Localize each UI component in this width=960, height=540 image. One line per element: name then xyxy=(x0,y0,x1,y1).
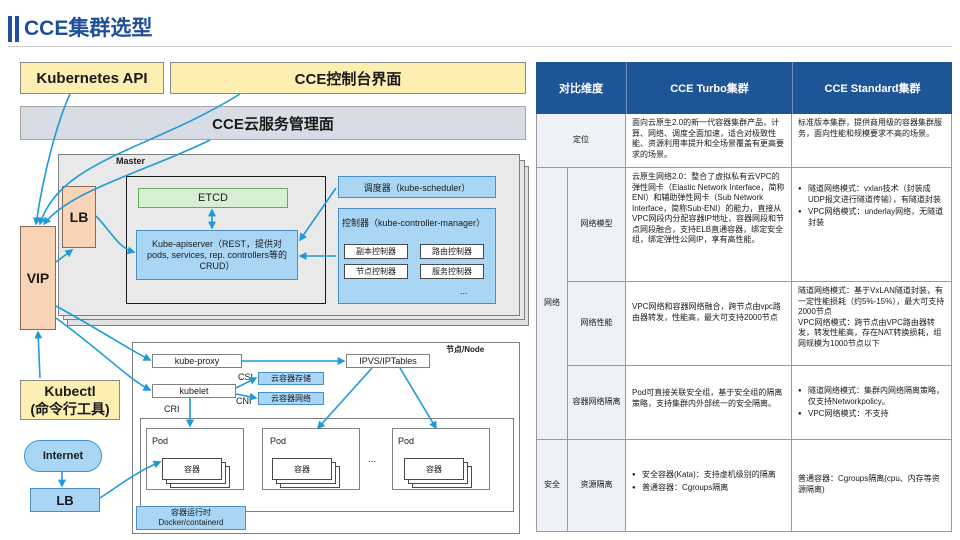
row-dimension-position: 定位 xyxy=(536,114,626,168)
csi-label: CSI xyxy=(238,372,254,382)
cell-turbo-network-isolation: Pod可直接关联安全组，基于安全组的隔离策略，支持集群内外部统一的安全隔离。 xyxy=(626,366,792,440)
cell-standard-network-performance: 隧道网络模式：基于VxLAN隧道封装，有一定性能损耗（约5%-15%），最大可支… xyxy=(792,282,952,366)
arrow-kubectl-vip xyxy=(34,330,43,379)
pod-label: Pod xyxy=(152,436,169,446)
cloud-network-box: 云容器网络 xyxy=(258,392,324,405)
bullet-item: VPC网络模式：不支持 xyxy=(798,409,945,420)
cell-turbo-network-performance: VPC网络和容器网络融合，跨节点由vpc路由器转发，性能高，最大可支持2000节… xyxy=(626,282,792,366)
more-pods-ellipsis: ... xyxy=(368,454,377,465)
cni-label: CNI xyxy=(236,396,252,406)
route-controller-box: 路由控制器 xyxy=(420,244,484,259)
bullet-item: VPC网络模式：underlay网络，无隧道封装 xyxy=(798,207,945,228)
cell-standard-position: 标准版本集群，提供商用级的容器集群服务，面向性能和规模要求不高的场景。 xyxy=(792,114,952,168)
title-accent-bar xyxy=(15,16,19,42)
title-divider xyxy=(8,46,952,47)
bullet-item: 普通容器：Cgroups隔离 xyxy=(632,483,785,494)
kubelet-box: kubelet xyxy=(152,384,236,398)
row-group-network: 网络 xyxy=(536,168,568,440)
more-controllers-ellipsis: ... xyxy=(460,286,468,296)
internet-cloud: Internet xyxy=(24,440,102,472)
kubectl-box: Kubectl (命令行工具) xyxy=(20,380,120,420)
node-controller-box: 节点控制器 xyxy=(344,264,408,279)
kubectl-subtitle: (命令行工具) xyxy=(30,401,110,417)
cri-label: CRI xyxy=(164,404,180,414)
runtime-engines: Docker/containerd xyxy=(158,518,224,527)
page-title: CCE集群选型 xyxy=(24,17,153,40)
cell-turbo-position: 面向云原生2.0的新一代容器集群产品，计算、网络、调度全面加速，适合对极致性能、… xyxy=(626,114,792,168)
controller-manager-label: 控制器（kube-controller-manager） xyxy=(342,218,486,228)
row-group-security: 安全 xyxy=(536,440,568,532)
table-header-standard: CCE Standard集群 xyxy=(792,62,952,114)
ipvs-iptables-box: IPVS/IPTables xyxy=(346,354,430,368)
load-balancer-bottom: LB xyxy=(30,488,100,512)
master-label: Master xyxy=(116,156,146,166)
node-label: 节点/Node xyxy=(446,345,485,354)
cell-standard-network-isolation: 隧道网络模式：集群内网络隔离策略，仅支持Networkpolicy。 VPC网络… xyxy=(792,366,952,440)
cce-cloud-service-box: CCE云服务管理面 xyxy=(20,106,526,140)
bullet-item: 隧道网络模式：集群内网络隔离策略，仅支持Networkpolicy。 xyxy=(798,386,945,407)
container-box: 容器 xyxy=(404,458,464,480)
kubernetes-api-box: Kubernetes API xyxy=(20,62,164,94)
kube-proxy-box: kube-proxy xyxy=(152,354,242,368)
service-controller-box: 服务控制器 xyxy=(420,264,484,279)
vip-box: VIP xyxy=(20,226,56,330)
cell-standard-network-model: 隧道网络模式：vxlan技术（封装成UDP报文进行隧道传输），有隧道封装 VPC… xyxy=(792,168,952,282)
container-box: 容器 xyxy=(272,458,332,480)
row-dimension-network-performance: 网络性能 xyxy=(568,282,626,366)
scheduler-box: 调度器（kube-scheduler） xyxy=(338,176,496,198)
kube-apiserver-box: Kube-apiserver（REST，提供对pods, services, r… xyxy=(136,230,298,280)
etcd-box: ETCD xyxy=(138,188,288,208)
table-header-dimension: 对比维度 xyxy=(536,62,626,114)
cell-standard-resource-isolation: 普通容器：Cgroups隔离(cpu、内存等资源隔离) xyxy=(792,440,952,532)
runtime-title: 容器运行时 xyxy=(171,508,211,517)
bullet-item: 安全容器(Kata)：支持虚机级别的隔离 xyxy=(632,470,785,481)
kubectl-title: Kubectl xyxy=(44,383,96,399)
table-header-turbo: CCE Turbo集群 xyxy=(626,62,792,114)
load-balancer-top: LB xyxy=(62,186,96,248)
row-dimension-network-isolation: 容器网络隔离 xyxy=(568,366,626,440)
cell-turbo-resource-isolation: 安全容器(Kata)：支持虚机级别的隔离 普通容器：Cgroups隔离 xyxy=(626,440,792,532)
pod-label: Pod xyxy=(398,436,415,446)
row-dimension-network-model: 网络模型 xyxy=(568,168,626,282)
container-runtime-box: 容器运行时 Docker/containerd xyxy=(136,506,246,530)
bullet-item: 隧道网络模式：vxlan技术（封装成UDP报文进行隧道传输），有隧道封装 xyxy=(798,184,945,205)
replica-controller-box: 副本控制器 xyxy=(344,244,408,259)
container-box: 容器 xyxy=(162,458,222,480)
cce-console-box: CCE控制台界面 xyxy=(170,62,526,94)
pod-label: Pod xyxy=(270,436,287,446)
cloud-storage-box: 云容器存储 xyxy=(258,372,324,385)
title-accent-bar xyxy=(8,16,12,42)
row-dimension-resource-isolation: 资源隔离 xyxy=(568,440,626,532)
cell-turbo-network-model: 云原生网络2.0：整合了虚拟私有云VPC的弹性网卡（Elastic Networ… xyxy=(626,168,792,282)
